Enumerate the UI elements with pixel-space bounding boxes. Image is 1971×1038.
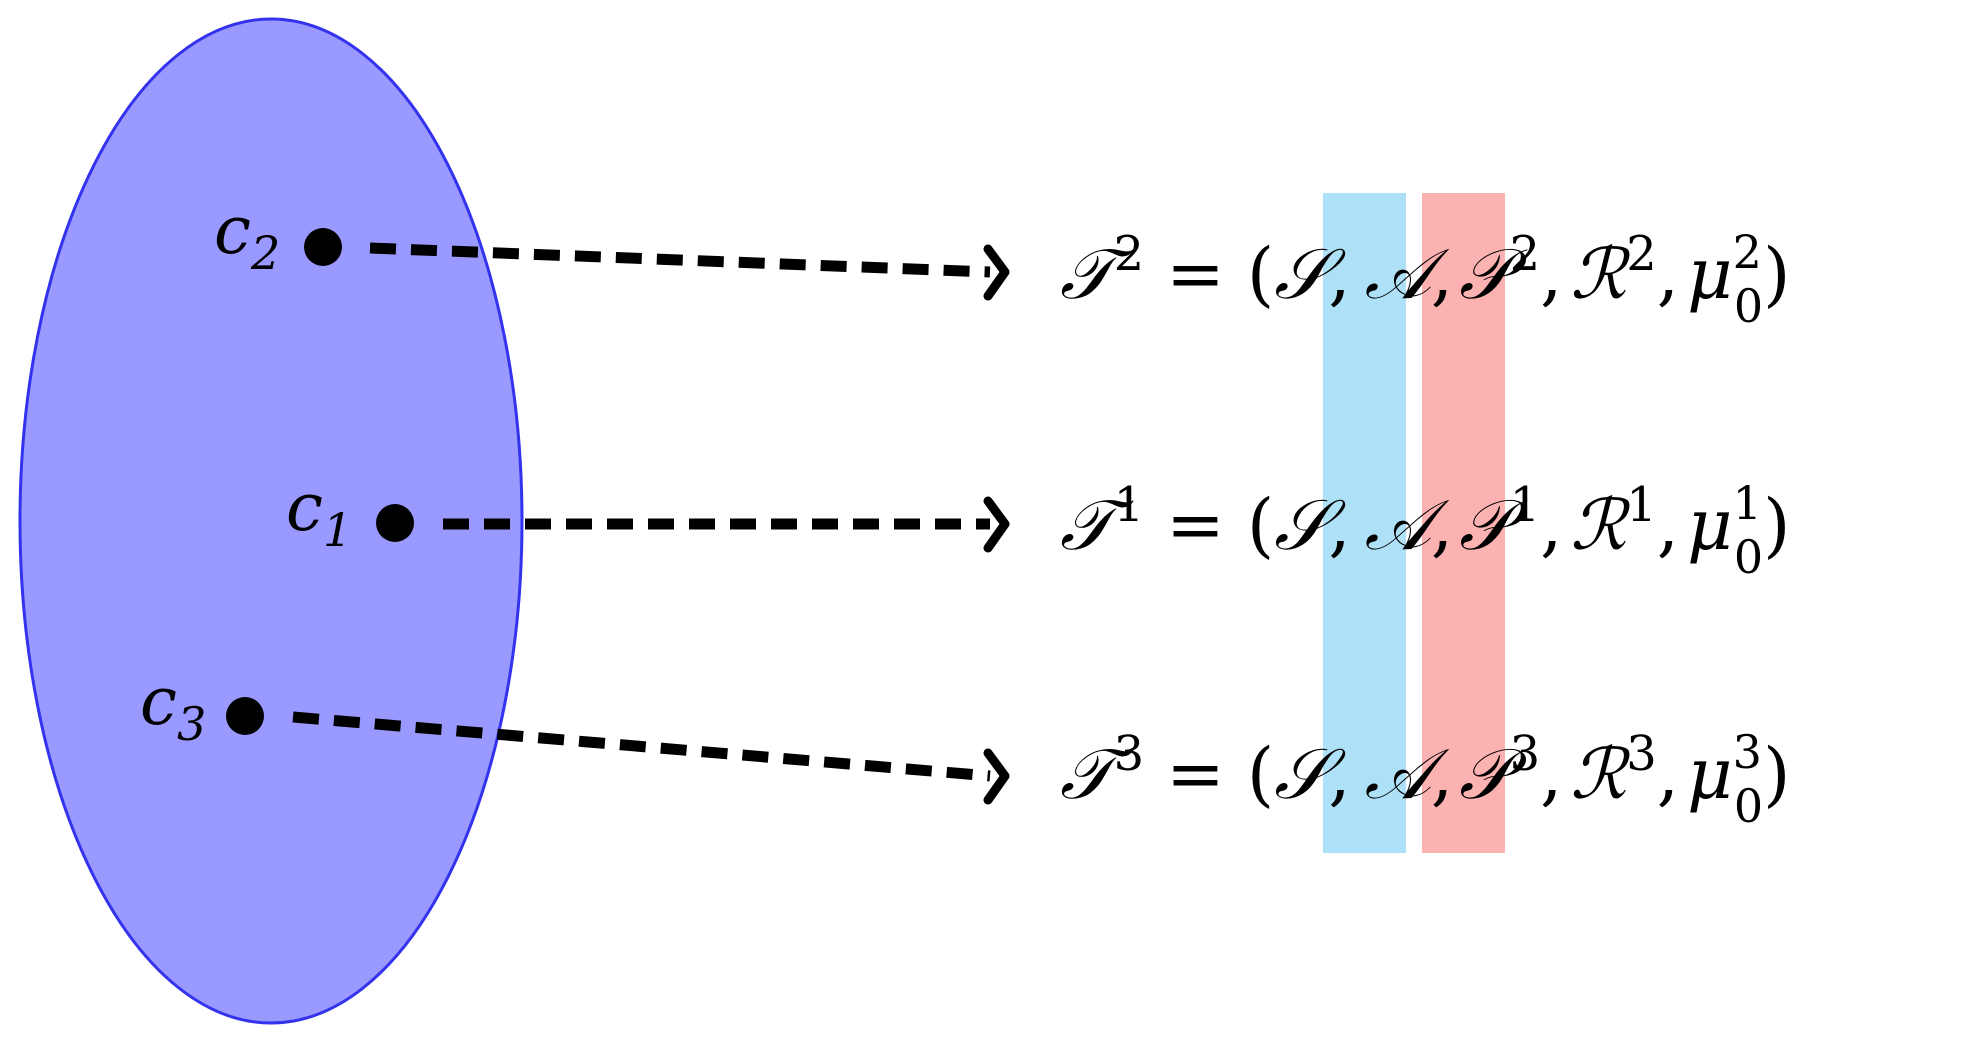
arrow-head-c1	[983, 496, 1010, 553]
comma: ,	[1431, 733, 1453, 815]
state-space-highlight	[1323, 193, 1406, 853]
initial-dist-symbol: μ	[1687, 233, 1733, 315]
transition-superscript: 1	[1510, 477, 1541, 533]
action-space-highlight	[1422, 193, 1505, 853]
initial-dist-subscript: 0	[1734, 279, 1763, 333]
arrow-head-c3	[983, 748, 1010, 805]
initial-dist-symbol: μ	[1687, 484, 1733, 566]
reward-superscript: 1	[1626, 477, 1657, 533]
context-label-c1: c1	[286, 469, 352, 557]
comma: ,	[1657, 733, 1679, 815]
task-superscript: 1	[1114, 477, 1145, 533]
context-label-letter: c	[214, 192, 251, 269]
mapping-arrow-c3	[292, 711, 991, 782]
equals-sign: =	[1166, 733, 1225, 815]
equals-sign: =	[1166, 484, 1225, 566]
initial-dist-superscript: 2	[1733, 225, 1762, 279]
close-paren: )	[1763, 733, 1790, 815]
context-label-letter: c	[140, 663, 177, 740]
context-point-c2	[304, 228, 342, 266]
context-point-c1	[376, 504, 414, 542]
context-point-c3	[226, 697, 264, 735]
mapping-arrow-c2	[369, 242, 991, 278]
context-label-subscript: 1	[323, 503, 352, 557]
equals-sign: =	[1166, 233, 1225, 315]
reward-symbol: ℛ	[1570, 233, 1630, 315]
comma: ,	[1328, 733, 1350, 815]
reward-symbol: ℛ	[1570, 484, 1630, 566]
comma: ,	[1431, 484, 1453, 566]
context-label-c3: c3	[140, 663, 206, 751]
open-paren: (	[1247, 484, 1274, 566]
open-paren: (	[1247, 233, 1274, 315]
comma: ,	[1540, 733, 1562, 815]
initial-dist-subscript: 0	[1734, 779, 1763, 833]
comma: ,	[1431, 233, 1453, 315]
task-superscript: 3	[1114, 726, 1145, 782]
comma: ,	[1657, 233, 1679, 315]
context-label-subscript: 2	[250, 226, 280, 280]
reward-superscript: 2	[1626, 226, 1657, 282]
initial-dist-subscript: 0	[1734, 530, 1763, 584]
close-paren: )	[1763, 484, 1790, 566]
comma: ,	[1540, 484, 1562, 566]
comma: ,	[1540, 233, 1562, 315]
transition-superscript: 3	[1510, 726, 1541, 782]
initial-dist-superscript: 3	[1733, 725, 1762, 779]
context-space-ellipse	[18, 17, 524, 1025]
comma: ,	[1328, 484, 1350, 566]
reward-superscript: 3	[1626, 726, 1657, 782]
initial-dist-superscript: 1	[1733, 476, 1762, 530]
context-label-c2: c2	[214, 192, 280, 280]
comma: ,	[1328, 233, 1350, 315]
comma: ,	[1657, 484, 1679, 566]
reward-symbol: ℛ	[1570, 733, 1630, 815]
transition-superscript: 2	[1510, 226, 1541, 282]
initial-dist-symbol: μ	[1687, 733, 1733, 815]
context-label-subscript: 3	[177, 697, 206, 751]
task-superscript: 2	[1114, 226, 1145, 282]
arrow-head-c2	[983, 244, 1010, 301]
context-label-letter: c	[286, 469, 323, 546]
close-paren: )	[1763, 233, 1790, 315]
open-paren: (	[1247, 733, 1274, 815]
